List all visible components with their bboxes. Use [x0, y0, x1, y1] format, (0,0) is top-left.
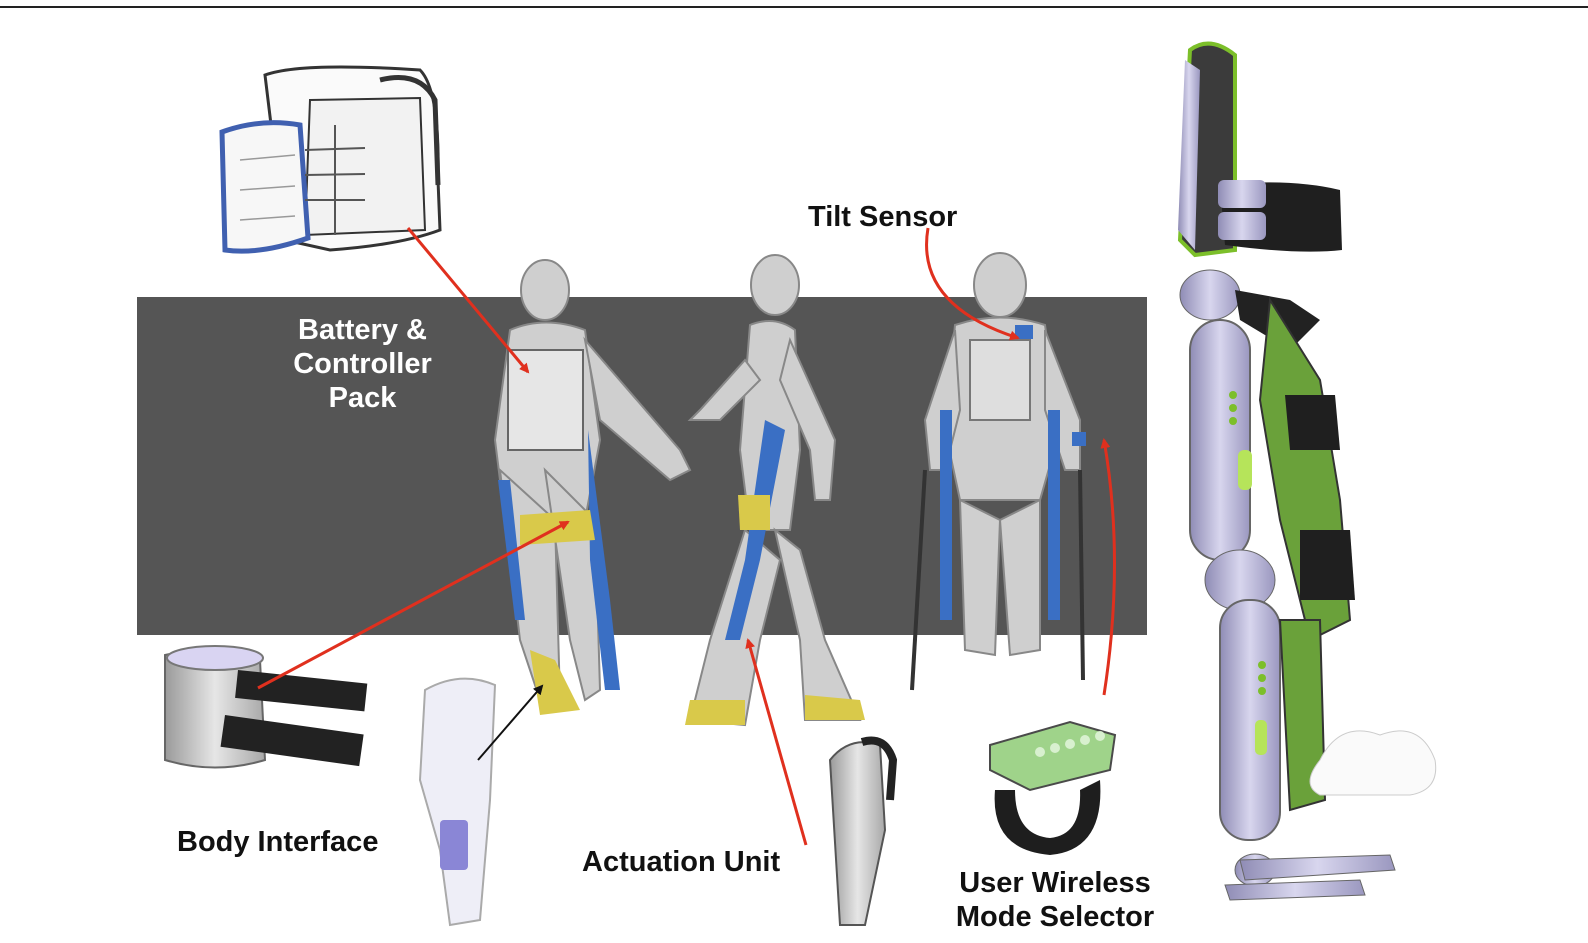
label-actuation-unit: Actuation Unit	[582, 846, 781, 878]
label-battery-line3: Pack	[328, 382, 397, 414]
actuator-icon	[828, 736, 898, 926]
label-body-interface: Body Interface	[177, 826, 379, 858]
battery-arrow	[406, 227, 530, 374]
actuation-arrow	[745, 638, 808, 846]
wrist-remote-icon	[989, 720, 1117, 855]
callout-arrows	[257, 227, 1116, 846]
label-user-wireless-mode-selector: User Wireless Mode Selector	[935, 866, 1175, 934]
label-wireless-line1: User Wireless	[959, 867, 1151, 899]
shin-guard-icon	[418, 677, 497, 927]
body-interface-arrow	[257, 520, 570, 690]
exoskeleton-render-icon	[1177, 41, 1437, 901]
wireless-arrow	[1100, 438, 1116, 696]
label-battery-line2: Controller	[293, 348, 432, 380]
exoskeleton-figure-icon	[685, 254, 865, 727]
label-battery-controller-pack: Battery & Controller Pack	[270, 313, 455, 415]
top-border	[0, 6, 1588, 8]
backpack-icon	[219, 65, 442, 254]
label-wireless-line2: Mode Selector	[955, 901, 1155, 933]
tilt-sensor-arrow	[925, 227, 1020, 341]
cuff-icon	[164, 645, 368, 769]
shin-arrow	[477, 684, 544, 761]
label-battery-line1: Battery &	[298, 314, 427, 346]
exoskeleton-figure-icon	[910, 252, 1086, 691]
label-tilt-sensor: Tilt Sensor	[808, 201, 958, 233]
